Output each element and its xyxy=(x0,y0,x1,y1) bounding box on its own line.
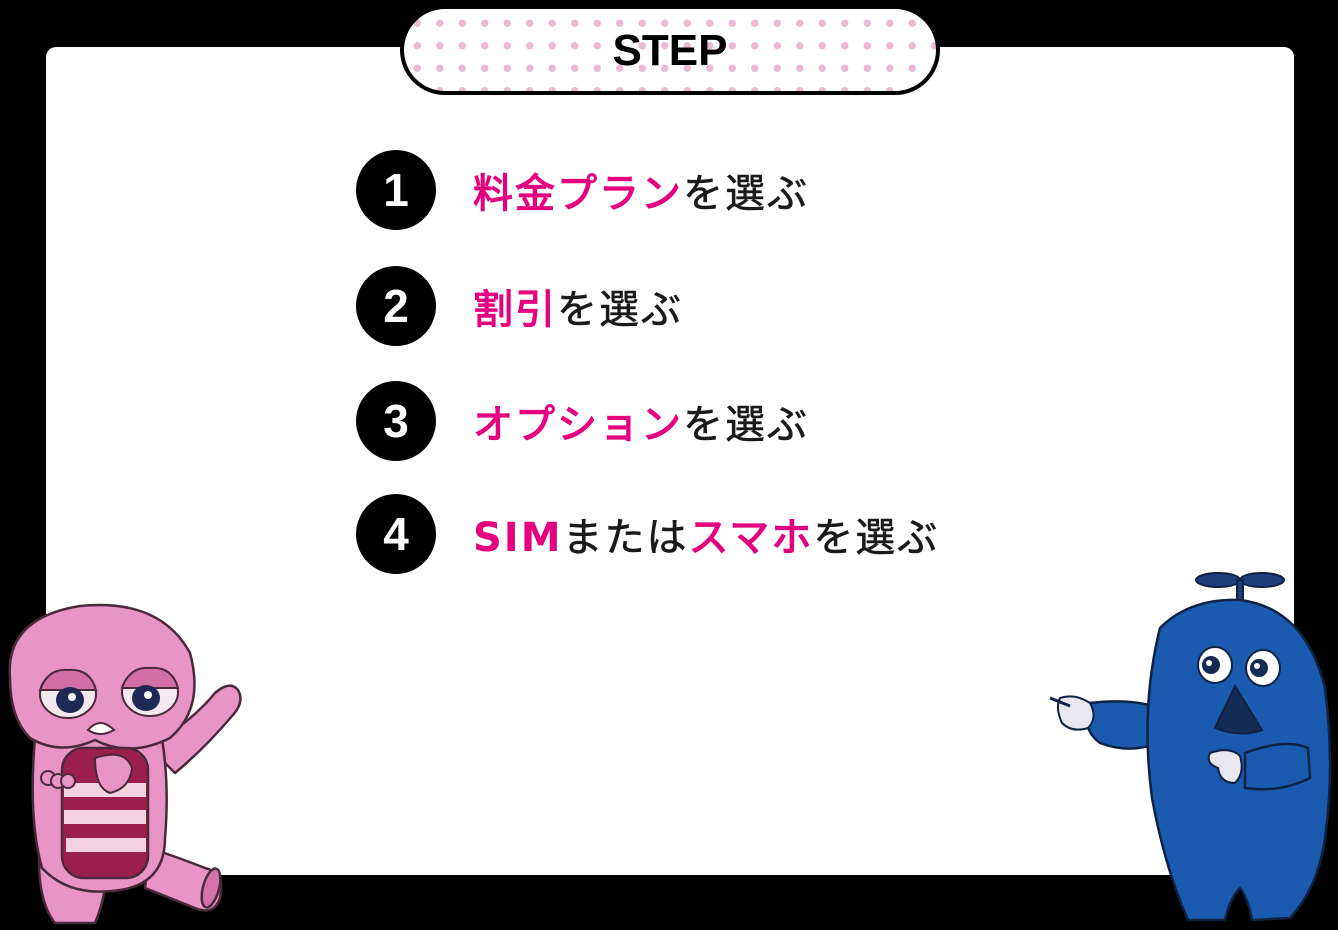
step-highlight-2: スマホ xyxy=(688,515,814,561)
step-badge: STEP xyxy=(400,5,940,95)
step-card xyxy=(46,47,1294,875)
step-highlight: 料金プラン xyxy=(473,171,683,217)
step-label-4: SIMまたはスマホを選ぶ xyxy=(473,505,939,563)
step-suffix: を選ぶ xyxy=(557,287,683,334)
step-label-1: 料金プランを選ぶ xyxy=(473,161,809,219)
step-highlight: SIM xyxy=(473,515,563,561)
step-badge-label: STEP xyxy=(612,26,728,75)
step-middle: または xyxy=(562,515,689,562)
step-highlight: 割引 xyxy=(473,287,557,333)
step-number-1: 1 xyxy=(356,150,436,230)
step-suffix: を選ぶ xyxy=(683,402,809,449)
step-number-4: 4 xyxy=(356,494,436,574)
step-number-2: 2 xyxy=(356,266,436,346)
step-item-3: 3 オプションを選ぶ xyxy=(356,381,809,461)
blue-mascot-icon xyxy=(1049,572,1332,922)
step-highlight: オプション xyxy=(473,402,683,448)
step-suffix: を選ぶ xyxy=(813,515,940,562)
step-label-2: 割引を選ぶ xyxy=(473,277,683,335)
step-suffix: を選ぶ xyxy=(683,171,809,218)
pink-mascot-icon xyxy=(8,603,242,925)
step-number-3: 3 xyxy=(356,381,436,461)
step-item-4: 4 SIMまたはスマホを選ぶ xyxy=(356,494,939,574)
step-item-2: 2 割引を選ぶ xyxy=(356,266,683,346)
step-item-1: 1 料金プランを選ぶ xyxy=(356,150,809,230)
step-label-3: オプションを選ぶ xyxy=(473,392,809,450)
